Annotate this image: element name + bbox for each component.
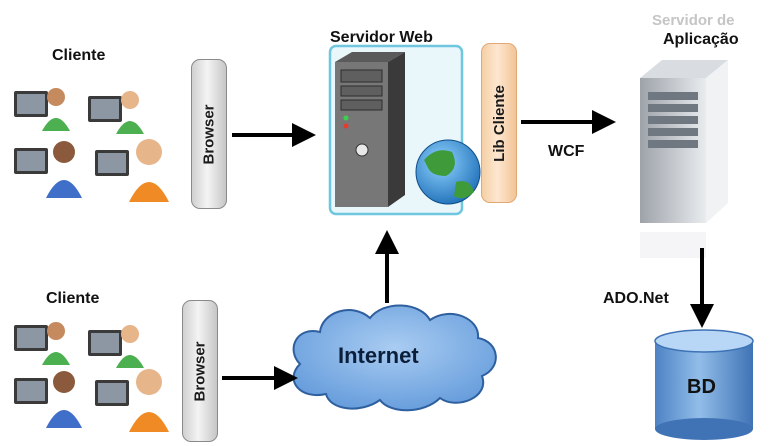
database-cylinder bbox=[654, 329, 754, 440]
user-workstation-icon bbox=[88, 325, 144, 368]
lib-cliente-label: Lib Cliente bbox=[490, 84, 508, 162]
browser-label-top: Browser bbox=[200, 103, 218, 165]
lib-cliente-box: Lib Cliente bbox=[481, 43, 517, 203]
user-workstation-icon bbox=[95, 139, 169, 202]
user-workstation-icon bbox=[14, 88, 70, 131]
ado-net-label: ADO.Net bbox=[603, 290, 669, 307]
user-workstation-icon bbox=[95, 369, 169, 432]
internet-cloud bbox=[292, 304, 497, 412]
client-group-bottom bbox=[14, 322, 169, 432]
user-workstation-icon bbox=[14, 322, 70, 365]
web-server-title: Servidor Web bbox=[330, 29, 433, 46]
app-server-icon bbox=[640, 60, 728, 258]
browser-box-top: Browser bbox=[191, 59, 227, 209]
wcf-label: WCF bbox=[548, 143, 585, 160]
client-group-top bbox=[14, 88, 169, 202]
database-label: BD bbox=[687, 376, 716, 398]
user-workstation-icon bbox=[14, 371, 82, 428]
browser-box-bottom: Browser bbox=[182, 300, 218, 442]
app-server-title-line1: Servidor de bbox=[652, 12, 735, 29]
globe-icon bbox=[415, 139, 481, 205]
client-title-bottom: Cliente bbox=[46, 290, 100, 307]
user-workstation-icon bbox=[88, 91, 144, 134]
user-workstation-icon bbox=[14, 141, 82, 198]
internet-label: Internet bbox=[338, 343, 419, 368]
client-title-top: Cliente bbox=[52, 47, 106, 64]
browser-label-bottom: Browser bbox=[191, 340, 209, 402]
app-server-title-line2: Aplicação bbox=[663, 31, 739, 48]
